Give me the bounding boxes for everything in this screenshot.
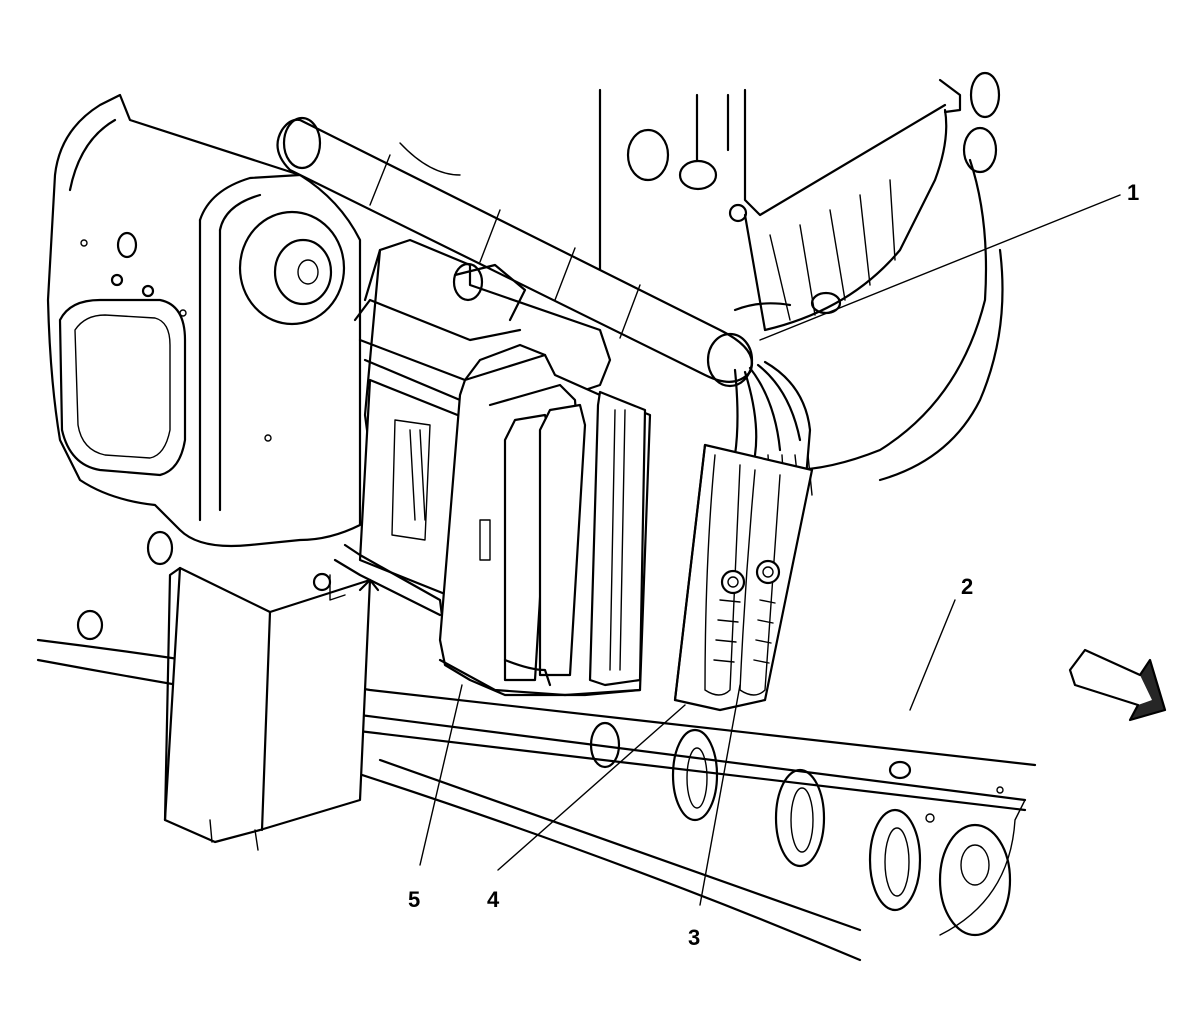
front-view-arrow-icon (1068, 648, 1167, 722)
leader-1 (759, 194, 1121, 341)
wiring-harness-conduit (276, 116, 813, 521)
bracket-bolt-1 (720, 569, 746, 595)
panel-opening-3 (868, 808, 922, 912)
lower-left-bin (163, 566, 380, 851)
callout-3: 3 (688, 925, 700, 950)
callout-leaders (419, 194, 1121, 906)
module-connector-b (538, 403, 587, 677)
body-side-panel (46, 93, 362, 566)
leader-5 (419, 684, 463, 866)
panel-opening-4 (938, 823, 1012, 937)
leader-2 (909, 599, 956, 711)
callout-5: 5 (408, 887, 420, 912)
upper-cross-member (598, 71, 1004, 482)
leader-4 (497, 704, 686, 871)
floor-rocker-panel (36, 609, 1037, 962)
panel-opening-2 (774, 768, 826, 868)
mounting-bracket (673, 443, 814, 712)
control-module (333, 238, 652, 697)
leader-3 (699, 684, 741, 906)
callout-1: 1 (1127, 180, 1139, 205)
callout-2: 2 (961, 574, 973, 599)
bracket-bolt-2 (755, 559, 781, 585)
panel-opening-1 (671, 728, 719, 822)
callout-4: 4 (487, 887, 500, 912)
module-connector-a (503, 413, 552, 682)
mount-boss (238, 210, 346, 326)
